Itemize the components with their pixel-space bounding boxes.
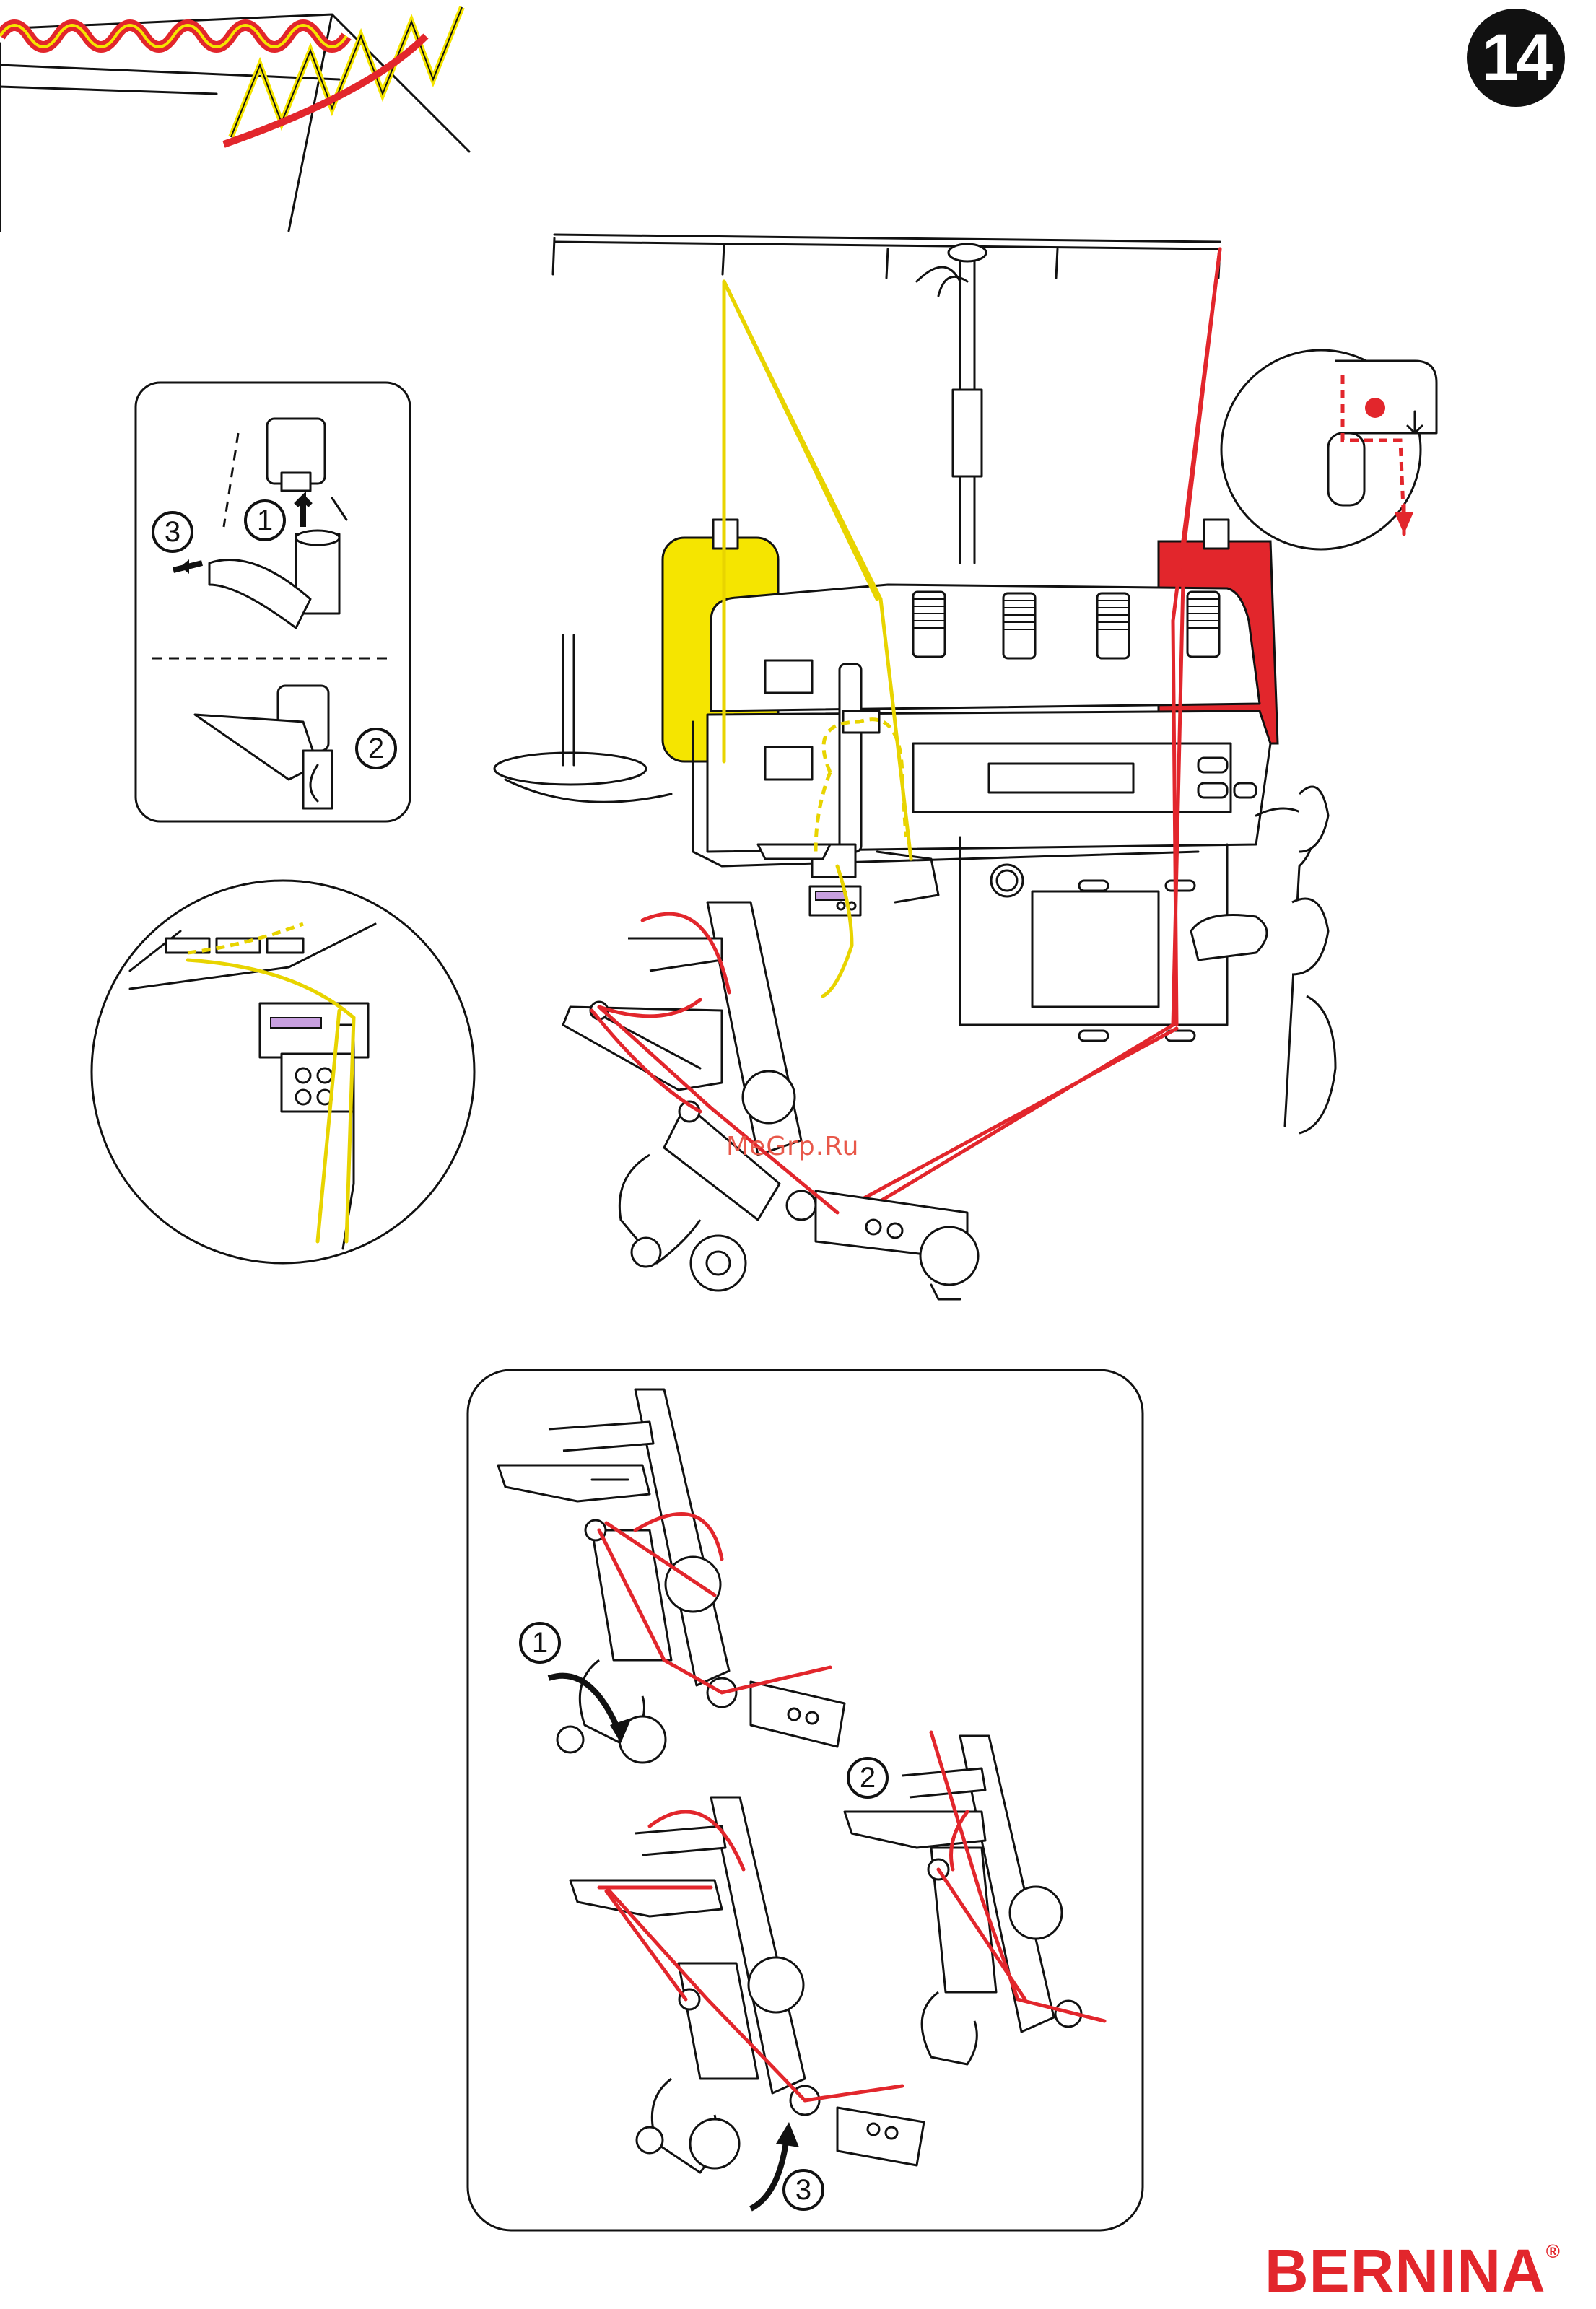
step-marker-1: 1 <box>244 499 286 541</box>
looper-mechanism-icon <box>563 902 978 1299</box>
watermark-text: MeGrp.Ru <box>726 1132 859 1161</box>
looper-step-marker-1: 1 <box>519 1622 561 1664</box>
thread-stand-icon <box>553 235 1220 563</box>
step-marker-2: 2 <box>355 728 397 769</box>
stitch-sample-icon <box>0 7 469 231</box>
step-marker-3: 3 <box>152 511 193 553</box>
looper-step-marker-3: 3 <box>782 2169 824 2211</box>
brand-name: BERNINA <box>1265 2237 1546 2305</box>
brand-logo: BERNINA® <box>1265 2236 1561 2306</box>
looper-step-marker-2: 2 <box>847 1757 889 1799</box>
registered-mark: ® <box>1546 2240 1561 2262</box>
